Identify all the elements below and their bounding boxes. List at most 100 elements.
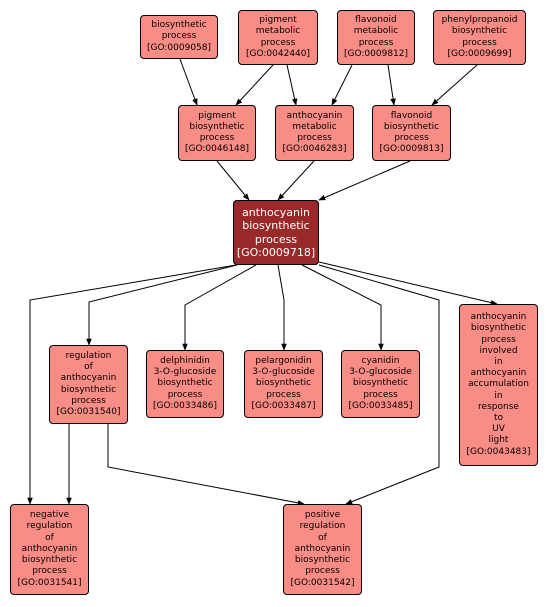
node-label-line: process	[394, 133, 429, 143]
node-label-line: process	[167, 389, 203, 400]
node-label-line: of	[84, 362, 93, 373]
node-label-line: [GO:0009813]	[379, 144, 444, 155]
node-label-line: pigment	[198, 110, 236, 121]
node-label-line: process	[260, 37, 296, 48]
node-label-line: biosynthetic	[451, 26, 508, 37]
node-label-line: delphinidin	[160, 355, 210, 366]
node-label-line: biosynthetic	[157, 378, 213, 389]
node-label-line: cyanidin	[361, 355, 400, 366]
node-label-line: flavonoid	[390, 110, 433, 121]
node-label-line: biosynthetic	[21, 555, 78, 566]
node-label-line: process	[305, 566, 340, 577]
node-label-line: in	[494, 356, 503, 367]
node-label-line: metabolic	[353, 26, 399, 37]
node-label-line: biosynthetic	[189, 121, 245, 132]
edge-n9718-to-n33487	[277, 264, 287, 351]
node-label-line: biosynthetic	[151, 20, 207, 31]
node-label-line: light	[488, 435, 509, 446]
edge-n9812-to-n9813	[387, 64, 396, 106]
node-label-line: process	[199, 133, 235, 143]
edge-n9812-to-n46283	[331, 64, 353, 106]
node-label-line: regulation	[26, 521, 73, 532]
node-label-line: process	[462, 37, 497, 48]
edge-n42440-to-n46283	[286, 64, 298, 106]
edge-n9813-to-n9718	[318, 160, 411, 201]
node-label-line: biosynthetic	[242, 219, 310, 232]
edge-n9718-to-n33486	[182, 264, 257, 351]
node-label-line: pigment	[259, 15, 297, 26]
edge-n9718-to-n43483	[318, 261, 498, 306]
node-label-line: process	[481, 334, 516, 345]
node-label-line: process	[32, 566, 67, 577]
edge-n31540-to-n31542	[107, 424, 305, 506]
node-label-line: [GO:0031541]	[17, 577, 82, 588]
node-label-line: [GO:0042440]	[245, 48, 311, 59]
node-label-line: [GO:0009812]	[343, 48, 409, 59]
node-label-line: [GO:0031542]	[290, 577, 355, 588]
node-label-line: anthocyanin	[286, 110, 343, 121]
node-label-line: [GO:0009718]	[236, 246, 316, 259]
node-label-line: [GO:0046148]	[184, 144, 250, 155]
node-label-line: response	[478, 401, 519, 412]
node-label-line: [GO:0046283]	[282, 144, 347, 155]
node-label-line: biosynthetic	[255, 378, 312, 389]
node-label-line: involved	[479, 345, 518, 356]
edge-n9718-to-n31540	[86, 264, 238, 346]
node-label-line: [GO:0033487]	[251, 400, 316, 411]
node-label-line: accumulation	[468, 379, 529, 390]
node-label-line: pelargonidin	[255, 355, 312, 366]
node-label-line: anthocyanin	[470, 368, 527, 379]
node-label-line: biosynthetic	[383, 121, 440, 132]
edge-n9718-to-n33485	[301, 264, 384, 351]
node-label-line: biosynthetic	[470, 323, 527, 334]
node-label-line: process	[297, 133, 332, 143]
node-label-line: anthocyanin	[470, 312, 527, 323]
node-label-line: process	[71, 395, 106, 406]
edge-n9699-to-n9813	[431, 64, 478, 106]
node-label-line: positive	[304, 510, 341, 521]
edge-n46148-to-n9718	[216, 160, 250, 201]
edge-n46283-to-n9718	[277, 160, 315, 201]
node-label-line: [GO:0031540]	[56, 406, 121, 417]
node-label-line: anthocyanin	[60, 373, 117, 384]
node-label-line: [GO:0033485]	[348, 400, 413, 411]
edge-n9058-to-n46148	[179, 58, 198, 106]
node-label-line: metabolic	[255, 26, 301, 37]
node-label-line: regulation	[299, 521, 346, 532]
node-label-line: in	[494, 390, 503, 401]
node-label-line: process	[254, 232, 298, 246]
node-label-line: regulation	[65, 350, 112, 361]
edge-n9718-to-n31541	[27, 264, 237, 505]
node-label-line: biosynthetic	[60, 384, 117, 395]
node-label-line: biosynthetic	[294, 555, 351, 566]
node-label-line: [GO:0033486]	[152, 400, 218, 411]
node-label-line: phenylpropanoid	[441, 15, 518, 26]
node-label-line: flavonoid	[355, 15, 397, 26]
node-label-line: negative	[29, 510, 70, 521]
node-label-line: anthocyanin	[294, 543, 351, 554]
node-label-line: 3-O-glucoside	[349, 367, 412, 378]
node-label-line: UV	[492, 424, 505, 435]
node-label-line: process	[161, 31, 197, 42]
edge-n42440-to-n46148	[235, 64, 274, 106]
node-label-line: 3-O-glucoside	[153, 367, 217, 378]
node-label-line: [GO:0009058]	[146, 42, 212, 53]
node-label-line: of	[318, 532, 327, 543]
edge-n9718-to-n31542	[318, 264, 440, 505]
node-label-line: biosynthetic	[352, 378, 409, 389]
